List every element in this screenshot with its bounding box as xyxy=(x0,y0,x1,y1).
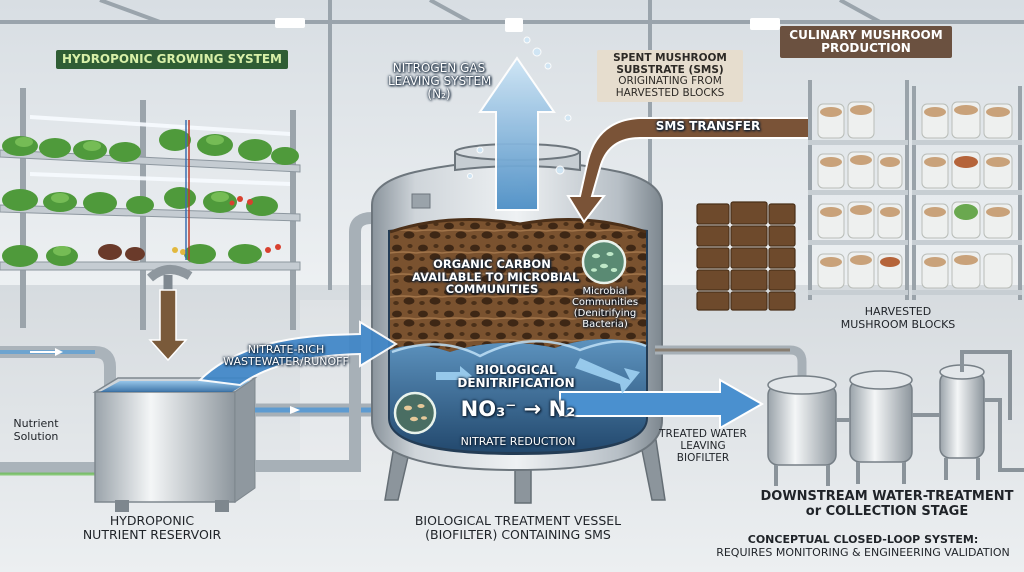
mushroom-rack xyxy=(808,80,1022,300)
microbe-cluster-icon-lower xyxy=(393,391,437,435)
nitrogen-gas-label: NITROGEN GAS LEAVING SYSTEM (N₂) xyxy=(388,61,492,102)
microbial-communities-label: Microbial Communities (Denitrifying Bact… xyxy=(571,286,639,330)
treated-water-label: TREATED WATER LEAVING BIOFILTER xyxy=(659,428,747,465)
hydroponic-reservoir-label: HYDROPONIC NUTRIENT RESERVOIR xyxy=(82,513,222,543)
left-pipes xyxy=(0,346,116,476)
downstream-tanks xyxy=(767,350,1024,486)
organic-carbon-label: ORGANIC CARBON AVAILABLE TO MICROBIAL CO… xyxy=(412,257,580,297)
drain-down-arrow xyxy=(148,289,188,362)
inner-flow-arrows xyxy=(436,358,640,394)
lettuce-plants xyxy=(2,129,299,267)
water-flow-arrow xyxy=(197,320,398,387)
sms-transfer-label: SMS TRANSFER xyxy=(655,119,761,133)
hydroponic-system-label: HYDROPONIC GROWING SYSTEM xyxy=(62,52,282,66)
downstream-label: DOWNSTREAM WATER-TREATMENT or COLLECTION… xyxy=(760,489,1014,519)
sms-origin-badge: SPENT MUSHROOM SUBSTRATE (SMS) ORIGINATI… xyxy=(597,50,743,103)
sms-substrate xyxy=(390,219,646,352)
biological-denitrification-label: BIOLOGICAL DENITRIFICATION xyxy=(457,363,575,391)
ceiling-lights xyxy=(275,18,780,32)
nitrate-equation: NO₃⁻ → N₂ xyxy=(460,397,576,421)
conceptual-label: CONCEPTUAL CLOSED-LOOP SYSTEM: REQUIRES … xyxy=(716,533,1010,559)
hydroponic-rack xyxy=(0,88,301,330)
biological-vessel-label: BIOLOGICAL TREATMENT VESSEL (BIOFILTER) … xyxy=(414,513,622,543)
nutrient-reservoir xyxy=(92,377,258,512)
gas-bubbles xyxy=(467,36,572,179)
nitrogen-up-arrow xyxy=(478,56,556,211)
hydroponic-system-badge: HYDROPONIC GROWING SYSTEM xyxy=(56,50,288,70)
microbe-cluster-icon xyxy=(581,239,627,285)
outflow-pipe xyxy=(655,345,807,380)
sms-transfer-arrow xyxy=(566,117,811,224)
nitrate-reduction-label: NITRATE REDUCTION xyxy=(460,435,576,448)
spent-substrate-blocks xyxy=(696,201,796,311)
nutrient-solution-label: Nutrient Solution xyxy=(13,417,59,443)
harvested-blocks-label: HARVESTED MUSHROOM BLOCKS xyxy=(840,305,956,331)
nitrate-rich-label: NITRATE-RICH WASTEWATER/RUNOFF xyxy=(223,343,349,369)
treated-water-arrow xyxy=(559,378,765,430)
culinary-mushroom-badge: CULINARY MUSHROOM PRODUCTION xyxy=(780,26,952,59)
